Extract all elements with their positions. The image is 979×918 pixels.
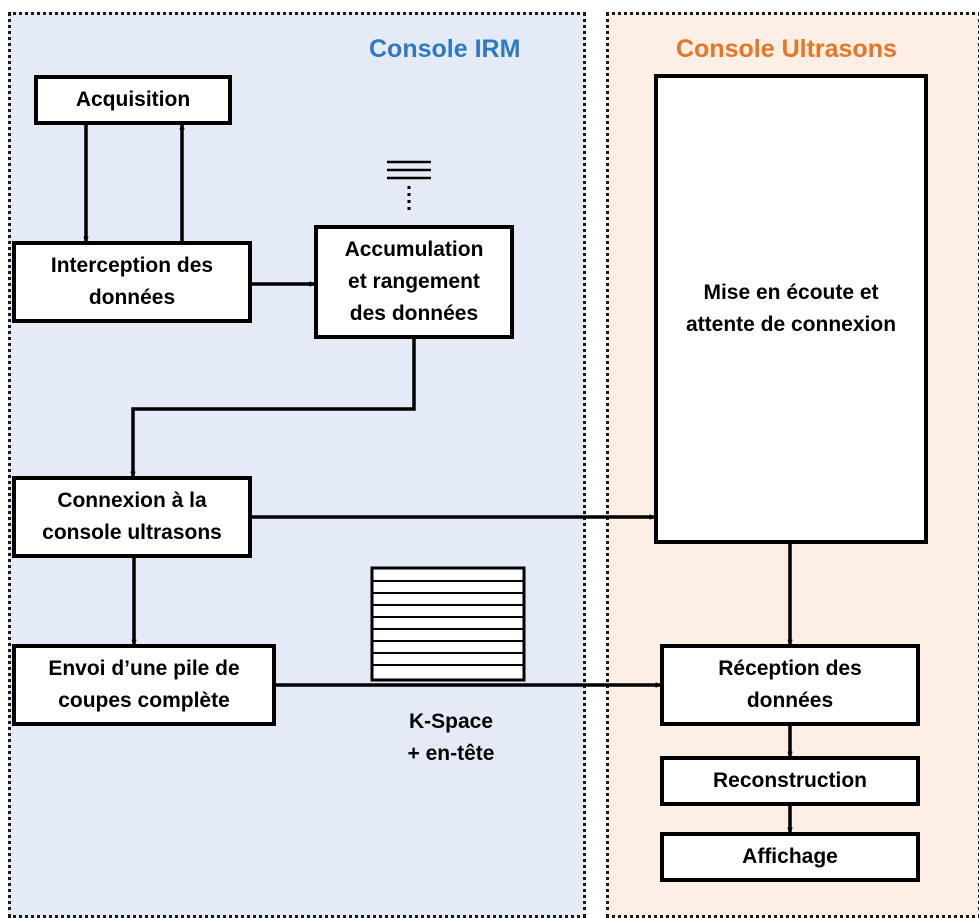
box-accumulation-rangement: Accumulation et rangement des données (314, 225, 514, 339)
box-reception-des-donnees: Réception des données (660, 644, 920, 726)
box-envoi-pile-coupes: Envoi d’une pile de coupes complète (12, 644, 276, 726)
k-space-icon (370, 566, 526, 682)
arrow-accumulation-to-connexion (133, 339, 416, 476)
box-mise-en-ecoute: Mise en écoute et attente de connexion (654, 74, 928, 544)
box-acquisition: Acquisition (34, 75, 232, 125)
box-reconstruction: Reconstruction (660, 756, 920, 806)
data-stack-icon (387, 160, 431, 212)
box-connexion-console-ultrasons: Connexion à la console ultrasons (12, 476, 252, 558)
box-interception-des-donnees: Interception des données (12, 241, 252, 323)
panel-title-irm: Console IRM (369, 35, 521, 63)
panel-title-ultrasons: Console Ultrasons (676, 35, 897, 63)
panel-console-irm (8, 12, 586, 918)
k-space-label: K-Space + en-tête (407, 710, 495, 765)
box-affichage: Affichage (660, 832, 920, 882)
